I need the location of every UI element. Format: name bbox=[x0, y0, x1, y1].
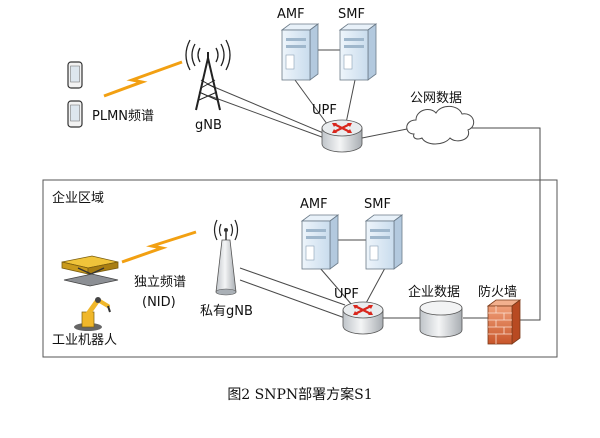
firewall-icon bbox=[486, 299, 522, 345]
smf-server-public-icon bbox=[338, 23, 378, 81]
amf-server-private-icon bbox=[300, 214, 340, 270]
private-gnb-label: 私有gNB bbox=[200, 304, 253, 319]
enterprise-data-storage-icon bbox=[419, 300, 463, 338]
private-signal-bolt bbox=[121, 230, 197, 264]
private-gnb-icon bbox=[213, 219, 239, 296]
independent-spectrum-label: 独立频谱 bbox=[134, 275, 187, 290]
public-data-label: 公网数据 bbox=[410, 91, 463, 106]
industrial-robot-label: 工业机器人 bbox=[52, 333, 118, 348]
upf-router-public-icon bbox=[321, 119, 363, 153]
amf-server-public-icon bbox=[280, 23, 320, 81]
enterprise-area-label: 企业区域 bbox=[52, 191, 105, 206]
figure-caption: 图2 SNPN部署方案S1 bbox=[227, 387, 373, 403]
enterprise-region-box bbox=[42, 179, 558, 358]
connection-lines bbox=[206, 49, 541, 321]
upf-public-label: UPF bbox=[312, 103, 337, 118]
gnb-tower-icon bbox=[185, 39, 231, 111]
enterprise-data-label: 企业数据 bbox=[408, 285, 461, 300]
plmn-signal-bolt bbox=[103, 60, 183, 98]
nid-label: (NID) bbox=[142, 295, 176, 310]
agv-machine-icon bbox=[61, 255, 119, 287]
phone-icon-bottom bbox=[67, 100, 83, 128]
upf-private-label: UPF bbox=[334, 287, 359, 302]
amf-private-label: AMF bbox=[300, 197, 328, 212]
plmn-spectrum-label: PLMN频谱 bbox=[92, 109, 155, 124]
gnb-public-label: gNB bbox=[195, 118, 222, 133]
smf-public-label: SMF bbox=[338, 7, 365, 22]
amf-public-label: AMF bbox=[277, 7, 305, 22]
public-data-cloud-icon bbox=[406, 105, 475, 145]
firewall-label: 防火墙 bbox=[478, 285, 518, 300]
upf-router-private-icon bbox=[342, 301, 384, 335]
smf-private-label: SMF bbox=[364, 197, 391, 212]
smf-server-private-icon bbox=[364, 214, 404, 270]
phone-icon-top bbox=[67, 61, 83, 89]
industrial-robot-icon bbox=[74, 297, 111, 331]
